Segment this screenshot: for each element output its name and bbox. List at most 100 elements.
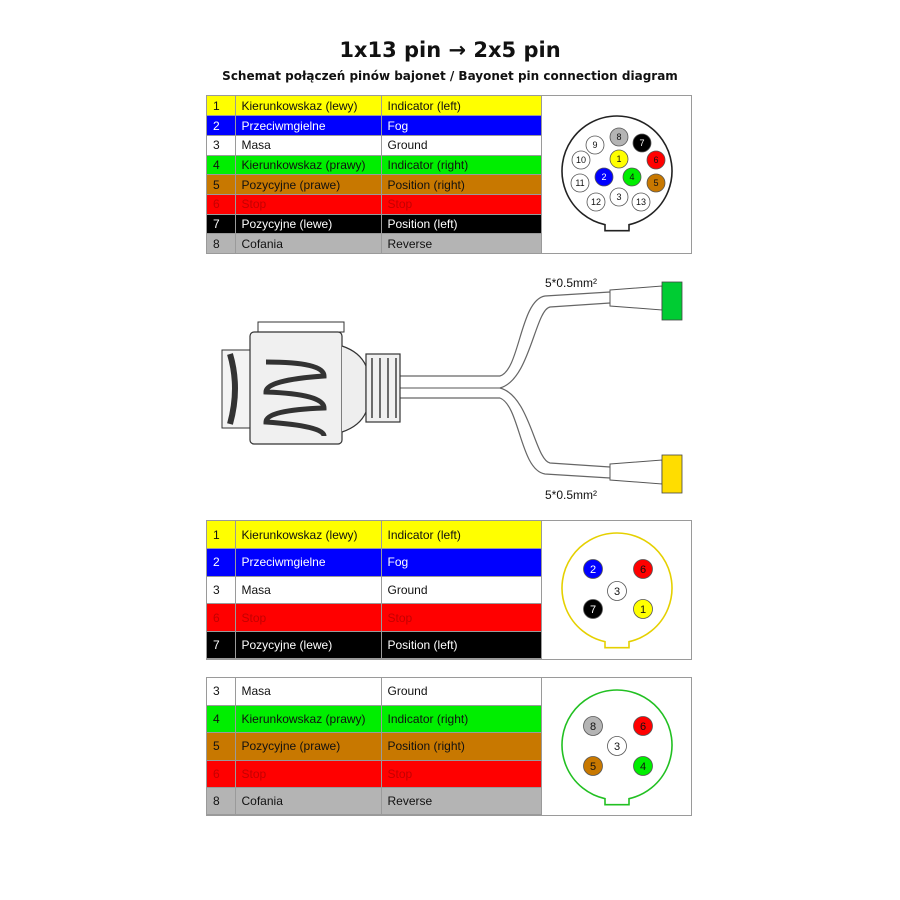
polish-label-cell: Pozycyjne (lewe) [235, 214, 382, 235]
socket-pin-label: 12 [591, 197, 601, 207]
socket-pin: 4 [633, 756, 653, 776]
socket-pin-label: 4 [640, 761, 646, 773]
pin-number-cell: 1 [207, 521, 236, 550]
socket-pin-label: 7 [590, 604, 596, 616]
polish-label-cell: Masa [235, 135, 382, 156]
english-label-cell: Fog [381, 548, 542, 577]
polish-label-cell: Kierunkowskaz (prawy) [235, 705, 382, 734]
pin-number-cell: 5 [207, 174, 236, 195]
socket-pin: 7 [583, 599, 603, 619]
socket-pin: 8 [609, 127, 629, 147]
page-subtitle: Schemat połączeń pinów bajonet / Bayonet… [222, 69, 678, 83]
socket-pin: 1 [609, 149, 629, 169]
yellow-plug-icon [661, 454, 683, 494]
socket-pin: 5 [583, 756, 603, 776]
pin-number-cell: 1 [207, 96, 236, 117]
page-title: 1x13 pin → 2x5 pin [339, 38, 561, 62]
socket-pin-label: 6 [640, 564, 646, 576]
socket-pin: 3 [609, 187, 629, 207]
english-label-cell: Stop [381, 194, 542, 215]
socket-outline [561, 115, 673, 232]
english-label-cell: Indicator (right) [381, 155, 542, 176]
polish-label-cell: Pozycyjne (prawe) [235, 174, 382, 195]
socket-pin-label: 5 [590, 761, 596, 773]
pin-number-cell: 8 [207, 233, 236, 254]
english-label-cell: Stop [381, 760, 542, 789]
pin-number-cell: 4 [207, 155, 236, 176]
socket-pin-label: 8 [616, 132, 621, 142]
pin-number-cell: 6 [207, 603, 236, 632]
socket-pin-label: 6 [653, 155, 658, 165]
pin-number-cell: 7 [207, 631, 236, 660]
pin-number-cell: 2 [207, 548, 236, 577]
socket-pin: 2 [594, 167, 614, 187]
polish-label-cell: Stop [235, 603, 382, 632]
socket-pin-label: 1 [616, 154, 621, 164]
socket-pin: 6 [646, 150, 666, 170]
socket-pin-label: 5 [653, 178, 658, 188]
pin-number-cell: 6 [207, 194, 236, 215]
english-label-cell: Ground [381, 135, 542, 156]
english-label-cell: Stop [381, 603, 542, 632]
pin-number-cell: 3 [207, 135, 236, 156]
13-pin-plug-icon [221, 321, 401, 445]
english-label-cell: Ground [381, 678, 542, 706]
polish-label-cell: Stop [235, 760, 382, 789]
socket-pin: 10 [571, 150, 591, 170]
pin-number-cell: 6 [207, 760, 236, 789]
socket-pin-label: 1 [640, 604, 646, 616]
socket-pin: 3 [607, 736, 627, 756]
pin-number-cell: 3 [207, 576, 236, 605]
polish-label-cell: Kierunkowskaz (lewy) [235, 521, 382, 550]
socket-pin: 4 [622, 167, 642, 187]
socket-pin-label: 9 [592, 140, 597, 150]
socket-pin-label: 3 [614, 741, 620, 753]
english-label-cell: Fog [381, 115, 542, 136]
socket-pin: 7 [632, 133, 652, 153]
socket-pin: 9 [585, 135, 605, 155]
pin-number-cell: 5 [207, 732, 236, 761]
socket-pin-label: 3 [616, 192, 621, 202]
socket-pin: 1 [633, 599, 653, 619]
pin-number-cell: 2 [207, 115, 236, 136]
polish-label-cell: Pozycyjne (prawe) [235, 732, 382, 761]
socket-pin-label: 2 [590, 564, 596, 576]
pin-number-cell: 8 [207, 787, 236, 816]
socket-pin-label: 8 [590, 721, 596, 733]
socket-pin: 6 [633, 559, 653, 579]
polish-label-cell: Kierunkowskaz (prawy) [235, 155, 382, 176]
english-label-cell: Reverse [381, 233, 542, 254]
socket-pin: 8 [583, 716, 603, 736]
socket-pin: 2 [583, 559, 603, 579]
socket-pin-label: 2 [601, 172, 606, 182]
socket-pin-label: 4 [629, 172, 634, 182]
pin-number-cell: 3 [207, 678, 236, 706]
pin-number-cell: 7 [207, 214, 236, 235]
socket-pin: 3 [607, 581, 627, 601]
polish-label-cell: Przeciwmgielne [235, 115, 382, 136]
socket-outline [561, 689, 673, 806]
english-label-cell: Indicator (left) [381, 521, 542, 550]
pin-number-cell: 4 [207, 705, 236, 734]
polish-label-cell: Przeciwmgielne [235, 548, 382, 577]
socket-pin-label: 7 [639, 138, 644, 148]
english-label-cell: Position (right) [381, 174, 542, 195]
socket-pin-label: 13 [636, 197, 646, 207]
